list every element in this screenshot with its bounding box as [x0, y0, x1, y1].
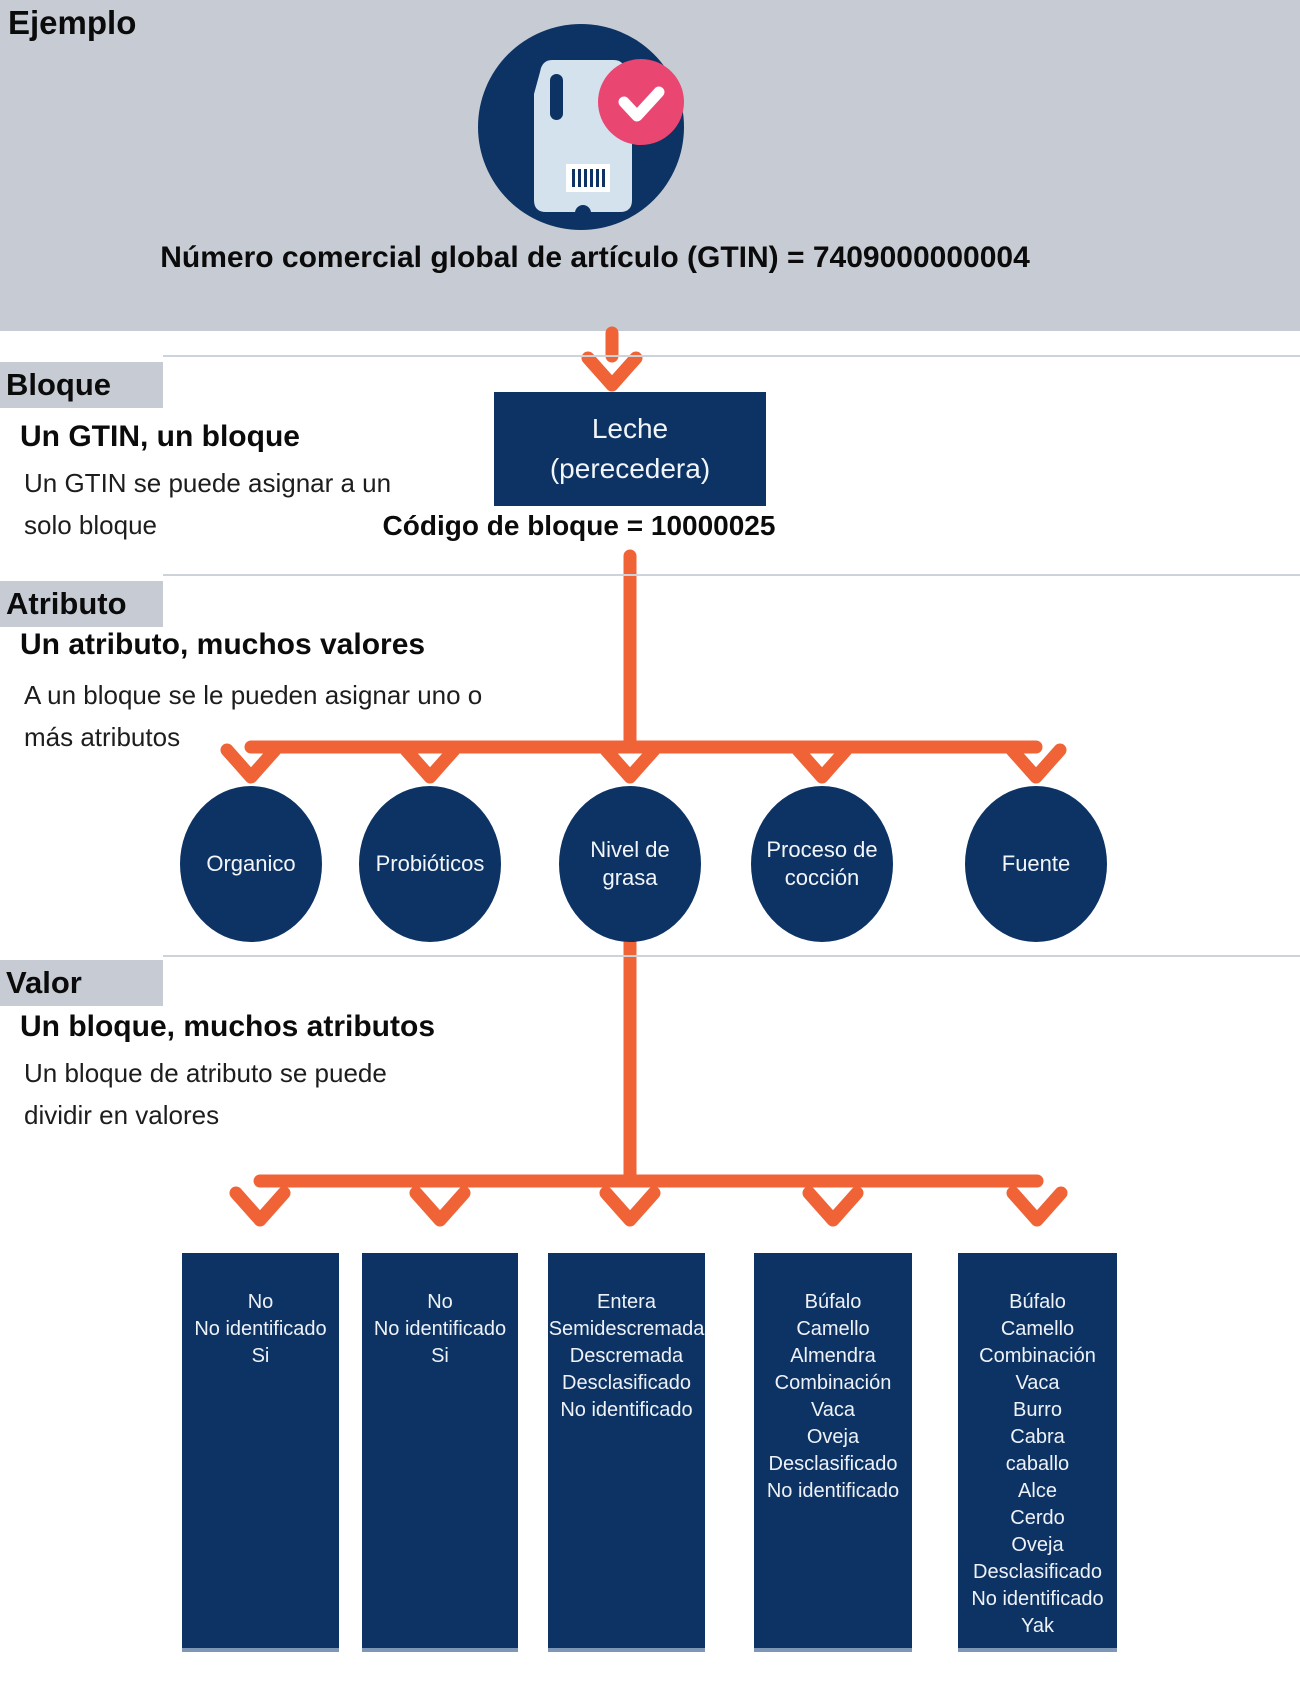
attribute-node-fuente: Fuente: [965, 786, 1107, 942]
valor-description: Un bloque de atributo se puede dividir e…: [24, 1058, 387, 1130]
attribute-label: Organico: [206, 851, 296, 876]
value-line: (perecedera): [549, 453, 711, 484]
valor-heading: Un bloque, muchos atributos: [20, 1010, 436, 1043]
attribute-node-probioticos: Probióticos: [359, 786, 501, 942]
atributo-heading: Un atributo, muchos valores: [20, 628, 426, 661]
arrow-head: [229, 1186, 291, 1227]
section-label-atributo: Atributo: [0, 581, 163, 627]
arrow-head: [599, 1186, 661, 1227]
value-line: Descremada: [569, 1345, 684, 1367]
value-line: Yak: [1021, 1615, 1054, 1637]
value-line: Búfalo: [804, 1291, 862, 1313]
value-line: Alce: [1018, 1480, 1057, 1502]
block-node-leche: Leche (perecedera): [494, 392, 766, 506]
value-line: Camello: [796, 1318, 870, 1340]
value-line: Cerdo: [1010, 1507, 1065, 1529]
value-line: Burro: [1013, 1399, 1062, 1421]
attribute-label: Probióticos: [375, 851, 485, 876]
value-line: No: [427, 1291, 453, 1313]
value-line: Desclasificado: [973, 1561, 1102, 1583]
arrow-head: [1005, 743, 1067, 784]
example-label: Ejemplo: [8, 4, 137, 41]
value-line: No identificado: [971, 1588, 1104, 1610]
value-line: Vaca: [810, 1399, 856, 1421]
value-line: Semidescremada: [548, 1318, 705, 1340]
value-line: Combinación: [774, 1372, 892, 1394]
value-line: Si: [251, 1345, 270, 1367]
block-code-line: Código de bloque = 10000025: [382, 510, 776, 541]
arrow-head: [409, 1186, 471, 1227]
value-line: No identificado: [194, 1318, 327, 1340]
value-line: Camello: [1000, 1318, 1075, 1340]
arrow-head: [802, 1186, 864, 1227]
atributo-description: A un bloque se le pueden asignar uno o m…: [24, 680, 483, 752]
arrow-head: [581, 351, 643, 392]
section-divider: [163, 574, 1300, 576]
value-line: Vaca: [1015, 1372, 1060, 1394]
arrow-head: [599, 743, 661, 784]
arrow-head: [791, 743, 853, 784]
value-line: Si: [431, 1345, 449, 1367]
value-line: Almendra: [790, 1345, 876, 1367]
section-label-bloque: Bloque: [0, 362, 163, 408]
arrow-head: [1006, 1186, 1068, 1227]
value-line: Entera: [597, 1291, 656, 1313]
value-line: Leche: [591, 413, 669, 444]
value-line: caballo: [1005, 1453, 1070, 1475]
attribute-label: Proceso de cocción: [766, 837, 878, 890]
value-line: Desclasificado: [562, 1372, 691, 1394]
section-label-valor: Valor: [0, 960, 163, 1006]
bloque-description: Un GTIN se puede asignar a un solo bloqu…: [24, 468, 392, 540]
value-line: Búfalo: [1009, 1291, 1066, 1313]
attribute-label: Nivel de grasa: [590, 837, 670, 890]
value-line: No: [247, 1291, 274, 1313]
value-line: Combinación: [979, 1345, 1096, 1367]
value-line: Oveja: [806, 1426, 860, 1448]
value-line: Desclasificado: [768, 1453, 898, 1475]
attribute-label: Fuente: [1001, 851, 1071, 876]
gtin-title: Número comercial global de artículo (GTI…: [160, 241, 1030, 274]
attribute-node-nivel-de-grasa: Nivel de grasa: [559, 786, 701, 942]
bloque-heading: Un GTIN, un bloque: [20, 420, 300, 453]
milk-carton-with-checkmark-icon: [478, 24, 684, 230]
value-line: No identificado: [373, 1318, 507, 1340]
section-divider: [163, 955, 1300, 957]
section-divider: [163, 355, 1300, 357]
attribute-node-organico: Organico: [180, 786, 322, 942]
value-line: No identificado: [560, 1399, 693, 1421]
value-line: No identificado: [766, 1480, 900, 1502]
header-band: Ejemplo Número comercial global de artíc…: [0, 0, 1300, 331]
value-line: Oveja: [1011, 1534, 1064, 1556]
attribute-node-proceso-de-coccion: Proceso de cocción: [751, 786, 893, 942]
value-line: Cabra: [1010, 1426, 1065, 1448]
